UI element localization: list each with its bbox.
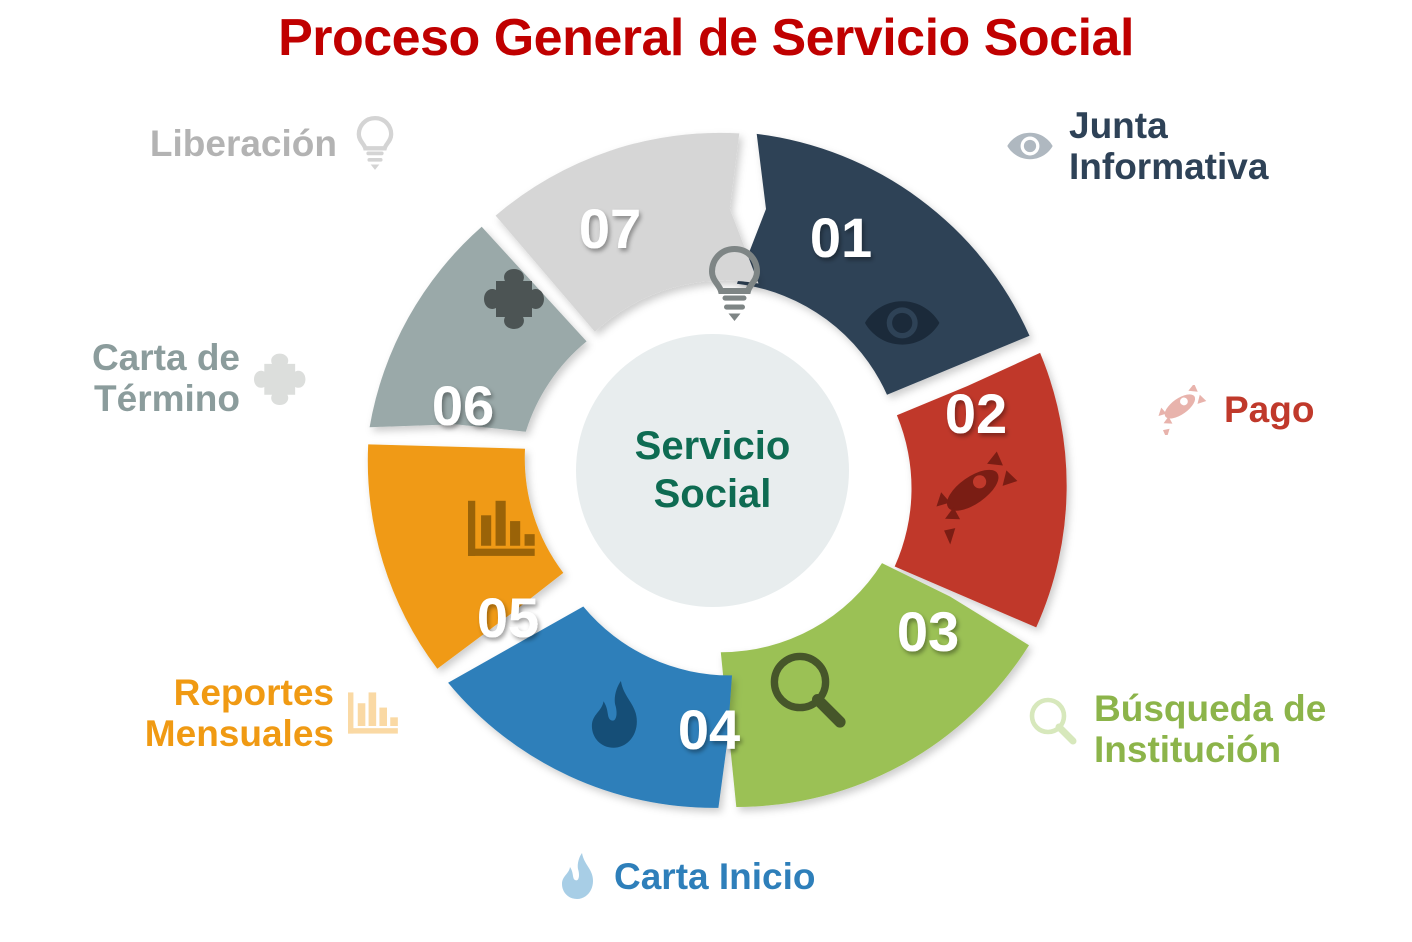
segment-06[interactable] bbox=[369, 226, 587, 432]
label-step-06-text: Carta de Término bbox=[91, 337, 240, 420]
segment-04-number: 04 bbox=[678, 698, 740, 761]
eye-icon bbox=[865, 301, 940, 345]
segment-07[interactable] bbox=[495, 132, 759, 332]
segment-06-number: 06 bbox=[432, 374, 494, 437]
label-step-06[interactable]: Carta de Término bbox=[92, 337, 308, 420]
segment-05-number: 05 bbox=[477, 586, 539, 649]
page-title: Proceso General de Servicio Social bbox=[278, 9, 1134, 67]
segment-04[interactable] bbox=[448, 606, 732, 808]
label-step-01[interactable]: Junta Informativa bbox=[1005, 105, 1268, 188]
label-step-04[interactable]: Carta Inicio bbox=[560, 852, 816, 902]
label-step-05[interactable]: Reportes Mensuales bbox=[145, 672, 400, 755]
process-wheel: 01 02 03 04 05 06 07 bbox=[345, 103, 1080, 838]
label-step-02-text: Pago bbox=[1224, 389, 1315, 431]
rocket-icon bbox=[1158, 385, 1207, 435]
segment-03[interactable] bbox=[720, 563, 1029, 808]
segment-02-number: 02 bbox=[945, 382, 1007, 445]
flame-icon bbox=[591, 681, 637, 748]
lightbulb-icon bbox=[356, 116, 394, 170]
wheel-segment-numbers: 01 02 03 04 05 06 07 bbox=[432, 197, 1007, 761]
label-step-02[interactable]: Pago bbox=[1148, 385, 1314, 435]
segment-01-number: 01 bbox=[810, 206, 872, 269]
label-step-01-text: Junta Informativa bbox=[1069, 105, 1269, 188]
label-step-07-text: Liberación bbox=[149, 123, 337, 165]
wheel-svg: 01 02 03 04 05 06 07 bbox=[367, 132, 1067, 808]
center-hub: Servicio Social bbox=[576, 334, 849, 607]
label-step-03[interactable]: Búsqueda de Institución bbox=[1028, 682, 1326, 771]
magnifier-icon bbox=[770, 652, 846, 728]
lightbulb-icon bbox=[708, 245, 761, 321]
puzzle-icon bbox=[254, 354, 306, 406]
bar-chart-icon bbox=[468, 500, 535, 556]
segment-03-number: 03 bbox=[897, 600, 959, 663]
center-hub-line-2: Social bbox=[653, 471, 772, 516]
segment-07-number: 07 bbox=[579, 197, 641, 260]
segment-05[interactable] bbox=[367, 444, 564, 669]
bar-chart-icon bbox=[348, 692, 398, 735]
eye-icon bbox=[1007, 133, 1053, 160]
puzzle-icon bbox=[484, 269, 544, 329]
label-step-03-text: Búsqueda de Institución bbox=[1094, 688, 1327, 771]
label-step-07[interactable]: Liberación bbox=[150, 116, 399, 172]
magnifier-icon bbox=[1029, 697, 1077, 745]
rocket-icon bbox=[936, 451, 1018, 545]
wheel-segment-icons bbox=[468, 245, 1018, 748]
label-step-04-text: Carta Inicio bbox=[614, 856, 816, 898]
label-step-05-text: Reportes Mensuales bbox=[144, 672, 334, 755]
segment-01[interactable] bbox=[736, 133, 1030, 395]
flame-icon bbox=[562, 853, 593, 899]
center-hub-line-1: Servicio bbox=[634, 424, 791, 469]
